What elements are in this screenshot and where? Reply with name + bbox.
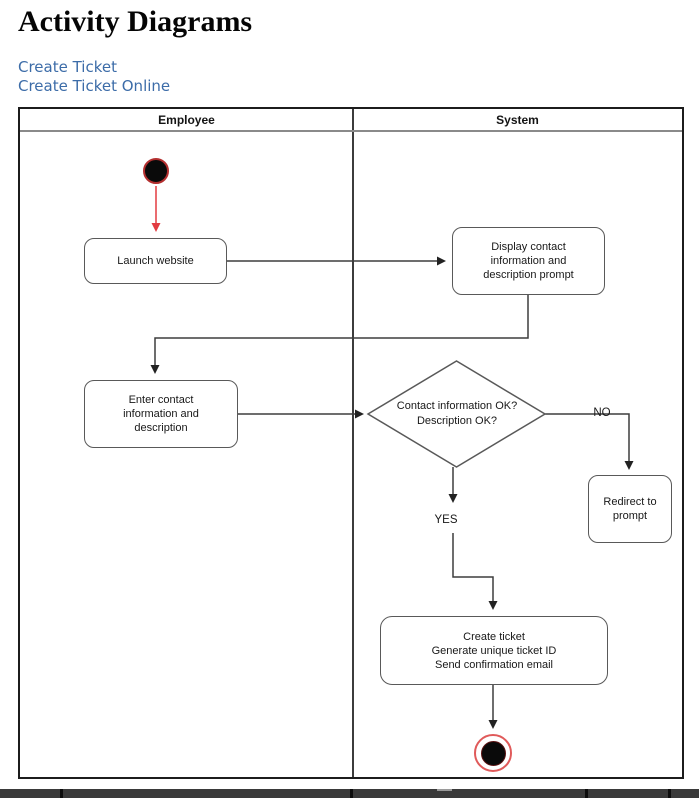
link-create-ticket[interactable]: Create Ticket: [18, 58, 117, 76]
link-create-ticket-online[interactable]: Create Ticket Online: [18, 77, 171, 95]
end-node-icon: [474, 734, 512, 772]
node-display-prompt: Display contact information and descript…: [452, 227, 605, 295]
next-table-notch: [437, 789, 452, 791]
page-title: Activity Diagrams: [18, 5, 253, 38]
lane-header-employee: Employee: [158, 112, 215, 127]
node-redirect-prompt-label: Redirect to prompt: [603, 496, 657, 522]
node-launch-website-label: Launch website: [117, 255, 194, 267]
edge-label-no: NO: [593, 407, 611, 419]
node-redirect-prompt: Redirect to prompt: [588, 475, 672, 543]
node-display-prompt-label: Display contact information and descript…: [483, 241, 574, 281]
lane-header-row: Employee System: [20, 109, 682, 132]
end-node-inner-dot: [480, 740, 506, 766]
edge-label-yes: YES: [434, 514, 458, 526]
node-enter-info-label: Enter contact information and descriptio…: [123, 394, 199, 434]
node-create-ticket-label: Create ticket Generate unique ticket ID …: [431, 630, 557, 671]
lane-divider: [352, 109, 354, 777]
start-node-icon: [143, 158, 169, 184]
next-table-divider: [60, 789, 63, 798]
next-table-partial-header: [0, 789, 699, 798]
lane-header-system: System: [496, 112, 539, 127]
node-launch-website: Launch website: [84, 238, 227, 284]
node-enter-info: Enter contact information and descriptio…: [84, 380, 238, 448]
next-table-divider: [350, 789, 353, 798]
next-table-divider: [668, 789, 671, 798]
node-create-ticket: Create ticket Generate unique ticket ID …: [380, 616, 608, 685]
node-decision-label: Contact information OK? Description OK?: [396, 400, 518, 427]
next-table-divider: [585, 789, 588, 798]
